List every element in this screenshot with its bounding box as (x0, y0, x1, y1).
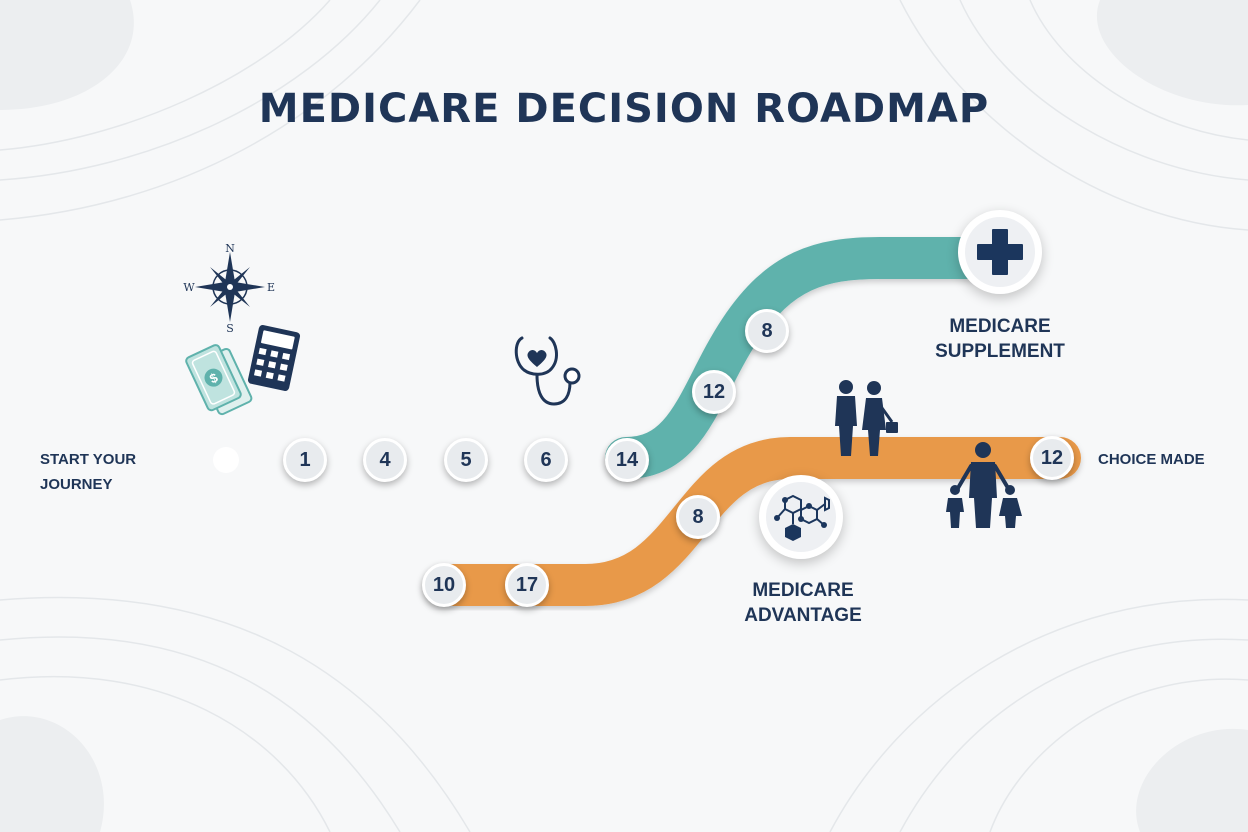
advantage-label-line2: ADVANTAGE (744, 605, 862, 626)
advantage-stop: 8 (676, 495, 720, 539)
compass-icon: N S W E (183, 242, 275, 334)
medical-cross-icon (977, 229, 1023, 275)
advantage-stop: 17 (505, 563, 549, 607)
couple-icon (835, 380, 898, 456)
advantage-label-line1: MEDICARE (752, 580, 854, 601)
supplement-label-line2: SUPPLEMENT (935, 341, 1065, 362)
family-icon (946, 442, 1022, 528)
main-stop: 14 (605, 438, 649, 482)
advantage-badge (759, 475, 843, 559)
compass-north: N (225, 242, 235, 255)
end-label: CHOICE MADE (1098, 451, 1205, 468)
compass-east: E (267, 281, 275, 294)
page-title: MEDICARE DECISION ROADMAP (258, 86, 990, 132)
supplement-label-line1: MEDICARE (949, 316, 1051, 337)
advantage-stop: 12 (1030, 436, 1074, 480)
compass-west: W (183, 281, 195, 294)
molecule-icon (774, 494, 830, 541)
stethoscope-icon (514, 336, 581, 406)
start-point (213, 447, 239, 473)
main-stop: 1 (283, 438, 327, 482)
main-stop: 6 (524, 438, 568, 482)
advantage-stop: 10 (422, 563, 466, 607)
supplement-stop: 12 (692, 370, 736, 414)
compass-south: S (226, 322, 234, 334)
start-label: START YOUR JOURNEY (40, 451, 137, 493)
calculator-icon (247, 325, 301, 391)
main-stop: 4 (363, 438, 407, 482)
main-stop: 5 (444, 438, 488, 482)
money-icon: $ (185, 344, 253, 416)
supplement-road (605, 237, 1021, 479)
advantage-label: MEDICARE ADVANTAGE (733, 578, 873, 628)
supplement-label: MEDICARE SUPPLEMENT (930, 314, 1070, 364)
supplement-badge (958, 210, 1042, 294)
supplement-stop: 8 (745, 309, 789, 353)
